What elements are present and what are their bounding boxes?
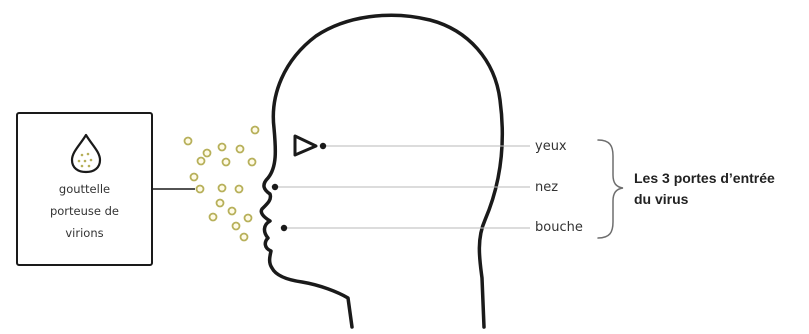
- virus-particle: [197, 186, 204, 193]
- droplet-caption: gouttelle porteuse de virions: [18, 178, 151, 244]
- virus-particle: [217, 200, 224, 207]
- anchor-dot-yeux: [320, 143, 326, 149]
- virus-particle: [191, 174, 198, 181]
- anchor-dot-nez: [272, 184, 278, 190]
- virus-particles: [185, 127, 259, 241]
- virus-particle: [198, 158, 205, 165]
- virus-particle: [236, 186, 243, 193]
- label-yeux: yeux: [535, 139, 567, 154]
- virus-particle: [241, 234, 248, 241]
- virus-particle: [219, 185, 226, 192]
- virus-particle: [185, 138, 192, 145]
- eye-icon: [295, 136, 316, 155]
- virus-particle: [223, 159, 230, 166]
- brace: [598, 140, 623, 238]
- anchor-dot-bouche: [281, 225, 287, 231]
- virus-particle: [245, 215, 252, 222]
- virus-particle: [219, 144, 226, 151]
- virus-particle: [252, 127, 259, 134]
- summary-line-2: du virus: [634, 189, 775, 210]
- virus-particle: [233, 223, 240, 230]
- virus-particle: [210, 214, 217, 221]
- label-nez: nez: [535, 180, 558, 195]
- virus-particle: [204, 150, 211, 157]
- head-profile: [261, 15, 502, 327]
- label-bouche: bouche: [535, 220, 583, 235]
- summary-line-1: Les 3 portes d’entrée: [634, 168, 775, 189]
- virus-particle: [229, 208, 236, 215]
- virus-particle: [249, 159, 256, 166]
- summary-text: Les 3 portes d’entrée du virus: [634, 168, 775, 210]
- virus-particle: [237, 146, 244, 153]
- droplet-icon: [68, 132, 104, 174]
- droplet-box: gouttelle porteuse de virions: [16, 112, 153, 266]
